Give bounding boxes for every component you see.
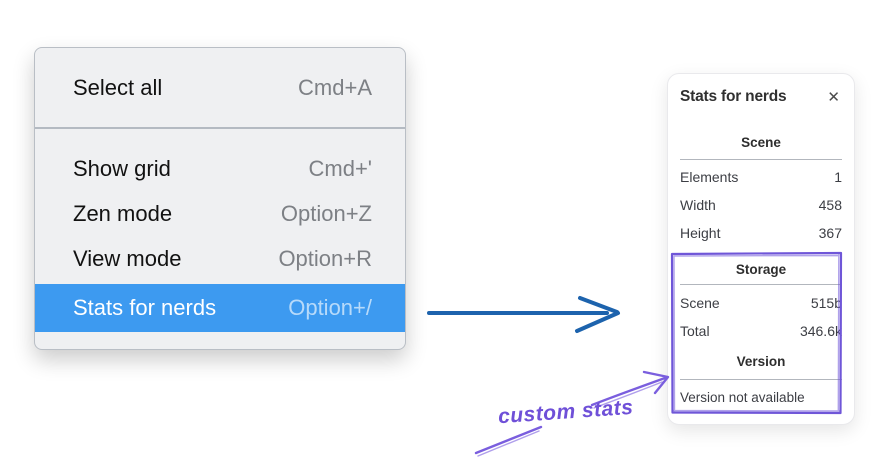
stat-row-elements: Elements 1 xyxy=(680,163,842,191)
menu-item-label: View mode xyxy=(73,245,182,271)
menu-item-label: Zen mode xyxy=(73,200,173,226)
stat-value: 458 xyxy=(818,197,842,213)
menu-item-shortcut: Cmd+' xyxy=(308,155,373,181)
menu-group: Show grid Cmd+' Zen mode Option+Z View m… xyxy=(35,146,405,332)
stat-value: 515b xyxy=(810,295,842,311)
stats-panel-header: Stats for nerds ✕ xyxy=(680,87,842,107)
section-heading-version: Version xyxy=(736,354,786,369)
storage-rows: Scene 515b Total 346.6k xyxy=(680,289,842,345)
menu-item-stats-for-nerds[interactable]: Stats for nerds Option+/ xyxy=(35,284,405,332)
stat-label: Total xyxy=(680,323,710,339)
stat-value: 1 xyxy=(834,169,842,185)
section-divider xyxy=(680,159,842,160)
close-icon[interactable]: ✕ xyxy=(827,88,840,106)
stat-row-height: Height 367 xyxy=(680,219,842,247)
section-divider xyxy=(680,379,842,380)
stat-row-total-size: Total 346.6k xyxy=(680,317,842,345)
menu-item-select-all[interactable]: Select all Cmd+A xyxy=(35,60,405,116)
annotation-label: custom stats xyxy=(497,395,635,429)
menu-item-shortcut: Cmd+A xyxy=(298,75,372,100)
menu-divider xyxy=(35,127,405,129)
version-note: Version not available xyxy=(680,389,805,405)
stat-label: Scene xyxy=(680,295,720,311)
section-heading-storage: Storage xyxy=(735,262,787,277)
stats-panel-title: Stats for nerds xyxy=(680,88,787,105)
stat-value: 346.6k xyxy=(799,323,842,339)
stat-row-scene-size: Scene 515b xyxy=(680,289,842,317)
section-divider xyxy=(680,284,842,285)
stats-panel: Stats for nerds ✕ Scene Elements 1 Width… xyxy=(667,73,855,425)
stat-row-width: Width 458 xyxy=(680,191,842,219)
scene-rows: Elements 1 Width 458 Height 367 xyxy=(680,163,842,247)
stat-label: Width xyxy=(680,197,716,213)
stat-value: 367 xyxy=(818,225,842,241)
menu-item-show-grid[interactable]: Show grid Cmd+' xyxy=(35,146,405,191)
stat-label: Height xyxy=(680,225,721,241)
menu-item-shortcut: Option+/ xyxy=(288,295,372,320)
menu-item-label: Stats for nerds xyxy=(73,295,217,320)
context-menu: Select all Cmd+A Show grid Cmd+' Zen mod… xyxy=(34,47,406,350)
menu-item-zen-mode[interactable]: Zen mode Option+Z xyxy=(35,191,405,236)
menu-item-label: Show grid xyxy=(73,155,171,181)
section-heading-scene: Scene xyxy=(741,135,781,150)
menu-item-shortcut: Option+R xyxy=(278,245,372,271)
stat-label: Elements xyxy=(680,169,739,185)
menu-item-shortcut: Option+Z xyxy=(280,200,372,226)
menu-item-label: Select all xyxy=(73,75,163,100)
menu-item-view-mode[interactable]: View mode Option+R xyxy=(35,236,405,281)
